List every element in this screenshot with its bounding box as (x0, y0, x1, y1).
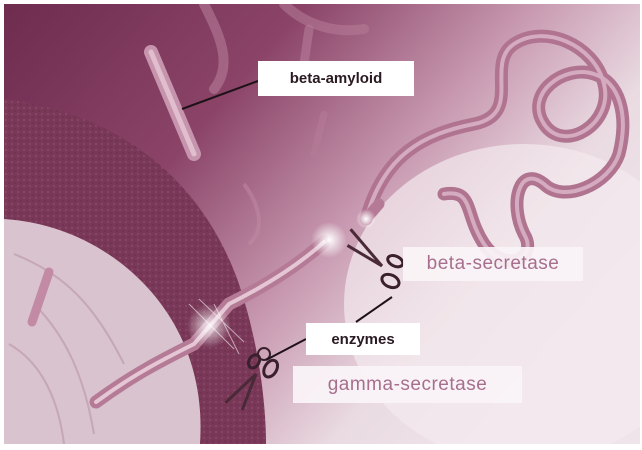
label-beta-amyloid: beta-amyloid (258, 61, 414, 96)
label-enzymes: enzymes (306, 323, 420, 355)
cleavage-glow-gamma (187, 304, 231, 348)
cleavage-glow-beta (311, 222, 347, 258)
label-beta-secretase: beta-secretase (403, 247, 583, 281)
label-gamma-secretase: gamma-secretase (293, 366, 522, 403)
